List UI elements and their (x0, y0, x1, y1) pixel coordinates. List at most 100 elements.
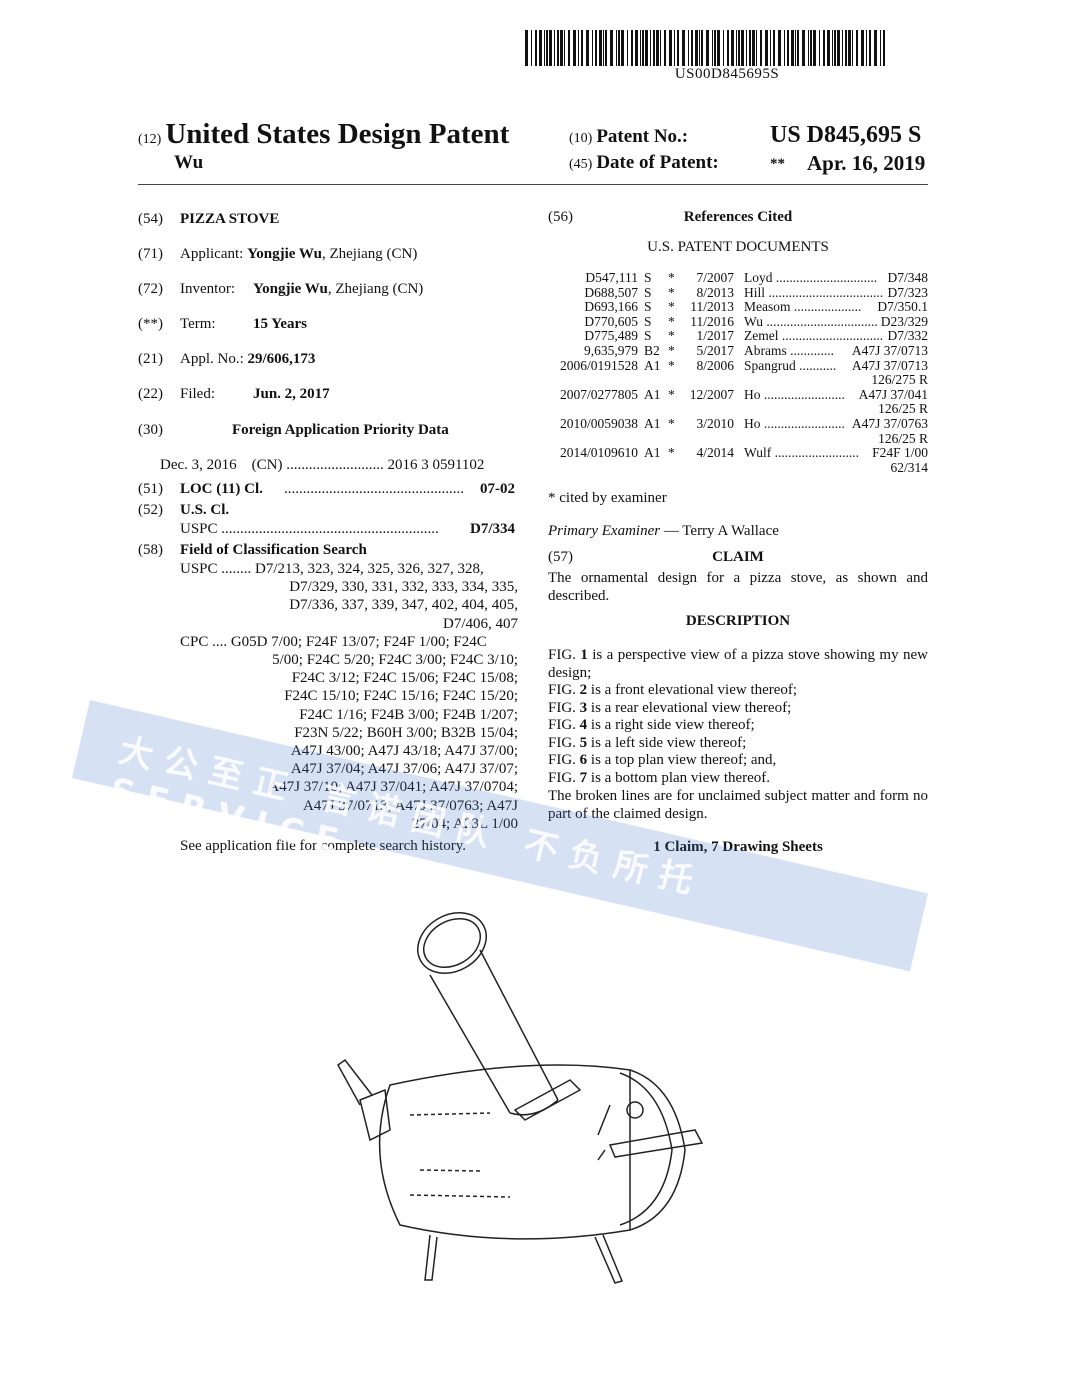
barcode-bar (664, 30, 666, 66)
reference-star: * (668, 313, 675, 329)
reference-num: 2006/0191528 (559, 357, 638, 373)
barcode-bar (645, 30, 648, 66)
patent-date: Apr. 16, 2019 (807, 151, 926, 175)
reference-num: D770,605 (584, 313, 638, 329)
reference-cls: D7/323 (887, 284, 929, 300)
cited-by-examiner: * cited by examiner (548, 490, 667, 506)
fig-label: FIG. (548, 752, 580, 768)
barcode-bar (701, 30, 703, 66)
barcode-bar (883, 30, 885, 66)
barcode-bar (531, 30, 532, 66)
references-title: References Cited (683, 209, 793, 225)
reference-kind: A1 (644, 415, 661, 431)
code-51: (51) (138, 481, 163, 497)
reference-name: Measom .................... (744, 300, 862, 315)
barcode-bar (773, 30, 775, 66)
barcode-bar (653, 30, 655, 66)
reference-extra-row: 126/275 R (548, 373, 928, 388)
barcode-bar (731, 30, 734, 66)
barcode-bar (544, 30, 545, 66)
barcode-bar (787, 30, 789, 66)
filed-label: Filed: (180, 386, 216, 402)
claim-title: CLAIM (712, 549, 764, 565)
classification-line: D7/406, 407 (443, 615, 518, 632)
barcode (525, 30, 929, 66)
filed-value: Jun. 2, 2017 (253, 386, 330, 402)
figure-description: FIG. 7 is a bottom plan view thereof. (548, 770, 928, 788)
search-history-note: See application file for complete search… (180, 838, 467, 854)
loc-value: 07-02 (480, 481, 515, 497)
fig-number: 7 (579, 769, 588, 786)
code-term: (**) (138, 316, 163, 332)
barcode-bar (712, 30, 713, 66)
broken-lines-note: The broken lines are for unclaimed subje… (548, 788, 928, 822)
barcode-bar (546, 30, 548, 66)
term-label: Term: (180, 316, 216, 332)
reference-star: * (668, 270, 675, 285)
barcode-bar (723, 30, 724, 66)
barcode-bar (616, 30, 617, 66)
barcode-bar (797, 30, 799, 66)
uspc-label: USPC ...................................… (180, 521, 439, 537)
classification-line: 5/00; F24C 5/20; F24C 3/00; F24C 3/10; (272, 652, 518, 669)
reference-num: 2010/0059038 (559, 415, 638, 431)
code-12: (12) (138, 132, 162, 147)
figure-description: FIG. 4 is a right side view thereof; (548, 717, 928, 735)
invention-title: PIZZA STOVE (180, 211, 280, 227)
barcode-number: US00D845695S (674, 66, 780, 82)
claims-summary: 1 Claim, 7 Drawing Sheets (653, 839, 823, 855)
barcode-bar (749, 30, 751, 66)
reference-row: D770,605 S * 11/2016 Wu ....................… (548, 313, 928, 330)
reference-kind: S (644, 313, 652, 329)
barcode-bar (832, 30, 833, 66)
reference-date: 1/2017 (696, 328, 734, 344)
barcode-bar (827, 30, 830, 66)
fig-text: is a top plan view thereof; and, (587, 752, 777, 768)
barcode-bar (874, 30, 877, 66)
reference-num: D693,166 (584, 299, 638, 315)
reference-date: 11/2016 (690, 313, 734, 329)
applicant: Applicant: Yongjie Wu, Zhejiang (CN) (180, 245, 417, 263)
figure-description: FIG. 3 is a rear elevational view thereo… (548, 700, 928, 718)
barcode-bar (738, 30, 740, 66)
applicant-name: Yongjie Wu (247, 246, 322, 262)
barcode-bar (560, 30, 563, 66)
barcode-bar (554, 30, 555, 66)
figure-list: FIG. 1 is a perspective view of a pizza … (548, 647, 928, 787)
reference-cls: D7/332 (887, 328, 929, 344)
patent-title: United States Design Patent (165, 118, 510, 150)
reference-cls: D7/350.1 (877, 299, 928, 315)
reference-kind: S (644, 299, 652, 315)
barcode-bar (573, 30, 576, 66)
classification-line: A47J 37/04; A47J 37/06; A47J 37/07; (290, 761, 518, 778)
fig-text: is a right side view thereof; (587, 717, 755, 733)
reference-name: Spangrud ........... (744, 358, 837, 373)
handle (337, 1058, 704, 1161)
barcode-bar (699, 30, 700, 66)
barcode-bar (610, 30, 613, 66)
us-patent-docs-subtitle: U.S. PATENT DOCUMENTS (647, 239, 829, 255)
barcode-bar (535, 30, 537, 66)
fig-label: FIG. (548, 647, 581, 663)
classification-line: CPC .... G05D 7/00; F24F 13/07; F24F 1/0… (180, 633, 487, 650)
date-mark: ** (770, 156, 785, 172)
reference-cls: D23/329 (880, 313, 928, 329)
fig-label: FIG. (548, 699, 580, 716)
code-58: (58) (138, 542, 163, 558)
appl-no-label: Appl. No.: (180, 351, 244, 367)
code-22: (22) (138, 386, 163, 402)
reference-name: Wu ................................. (744, 314, 877, 329)
barcode-bar (842, 30, 843, 66)
barcode-bar (714, 30, 716, 66)
reference-num: D547,111 (585, 270, 638, 285)
pizza-stove-drawing (337, 912, 704, 1284)
barcode-bar (861, 30, 864, 66)
barcode-bar (752, 30, 755, 66)
examiner-label: Primary Examiner (548, 523, 661, 539)
loc-label: LOC (11) Cl. (180, 481, 263, 497)
barcode-bar (778, 30, 781, 66)
barcode-bar (813, 30, 816, 66)
